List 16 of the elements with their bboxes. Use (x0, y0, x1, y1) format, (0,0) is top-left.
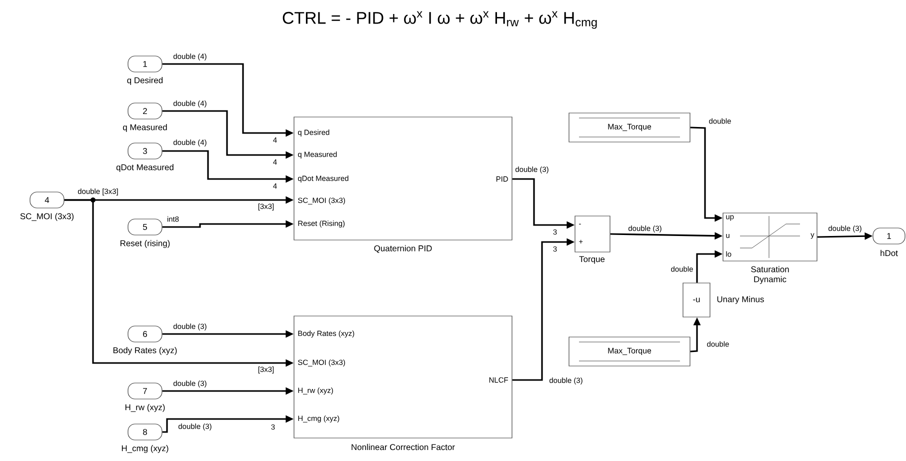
port-label: qDot Measured (116, 164, 174, 172)
port-label: Reset (rising) (120, 240, 170, 248)
port-label: q Measured (123, 124, 167, 132)
port-label: SC_MOI (3x3) (20, 213, 74, 221)
port-label: hDot (880, 250, 898, 256)
port-label: H_rw (xyz) (125, 404, 165, 412)
gain-block: -u (682, 282, 710, 318)
port-label: H_cmg (xyz) (122, 445, 168, 453)
block-label: Unary Minus (717, 296, 764, 304)
port-label: q Desired (127, 77, 163, 85)
block-label: Saturation Dynamic (751, 266, 789, 284)
block-label: Torque (579, 256, 605, 264)
port-label: Body Rates (xyz) (113, 347, 177, 355)
block-label: Nonlinear Correction Factor (352, 444, 455, 450)
equation-title: CTRL = - PID + ω$^{x}$ I ω + ω$^{x}$ H$_{rw}$ + ω$^{x}$ H$_{cmg}$ (282, 11, 597, 29)
block-label: Quaternion PID (374, 245, 432, 253)
